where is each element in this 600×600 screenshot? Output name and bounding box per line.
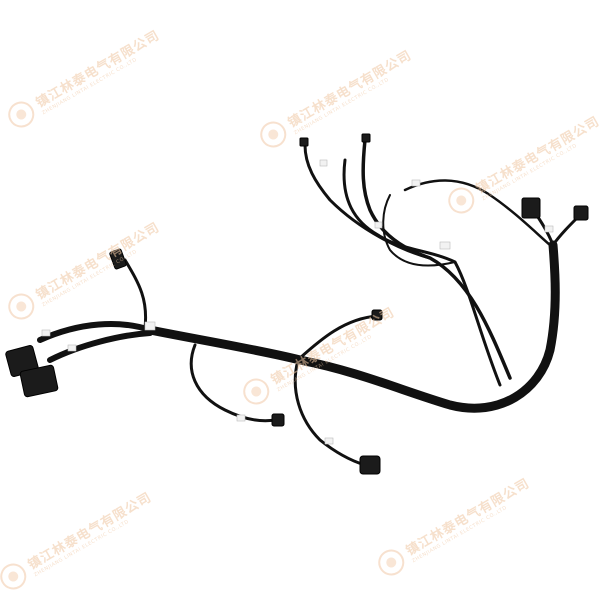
connector-left-up — [109, 248, 127, 270]
center-drop-cable — [293, 358, 367, 467]
right-loop-cable — [403, 179, 552, 247]
center-up-branch-cable — [298, 314, 380, 360]
connector-left-large-2 — [19, 364, 59, 398]
cable-label — [324, 437, 334, 445]
cable-label — [319, 159, 328, 167]
connector-center-left-drop — [271, 413, 285, 427]
connector-top-small-2 — [361, 133, 371, 143]
center-left-drop-cable — [189, 343, 277, 423]
left-up-branch-cable — [123, 258, 148, 330]
connector-top-small-1 — [299, 137, 309, 147]
connector-right-top-2 — [573, 205, 589, 221]
connector-center-up — [371, 309, 383, 321]
cable-label — [411, 179, 421, 187]
cable-label — [144, 321, 156, 331]
connector-right-top-1 — [521, 197, 541, 219]
left-branch-cable-1 — [37, 321, 153, 343]
cable-label — [41, 329, 51, 337]
left-branch-cable-2 — [47, 330, 153, 363]
right-branch-cable-1 — [361, 138, 512, 380]
right-branch-cable-3 — [303, 143, 432, 260]
cable-label — [544, 225, 554, 233]
right-branch-cable-2 — [342, 158, 502, 387]
cable-label — [439, 241, 451, 250]
cable-label — [236, 414, 246, 422]
cable-label — [67, 344, 77, 352]
connector-center-drop — [359, 455, 381, 475]
main-trunk-cable — [145, 240, 560, 413]
right-thin-branch-cable — [382, 194, 456, 267]
cable-label — [374, 221, 383, 229]
